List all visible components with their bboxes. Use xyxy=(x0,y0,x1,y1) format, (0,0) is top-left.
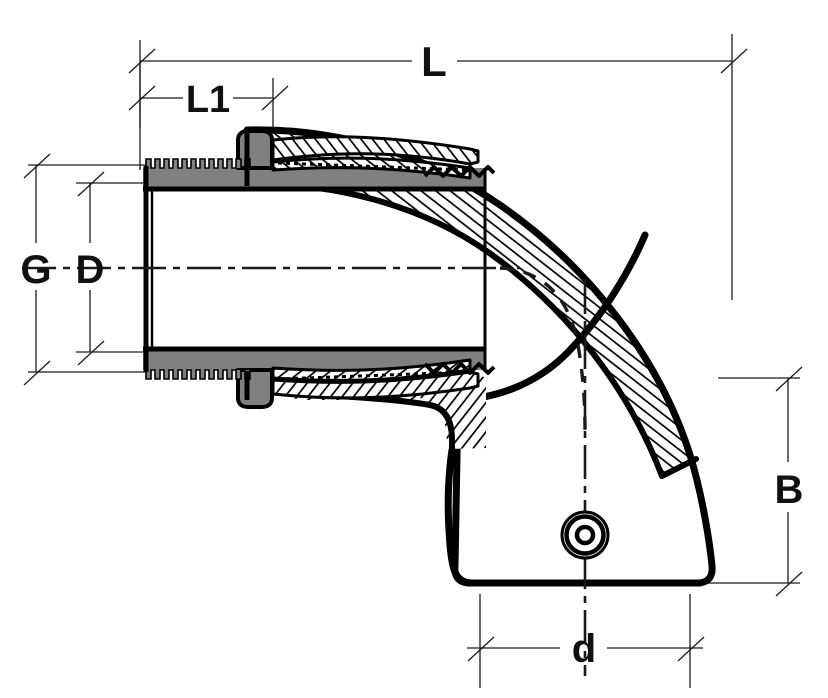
dimension-lines-group xyxy=(28,34,800,688)
pipe-collar-lower xyxy=(236,368,274,409)
tick-G-bottom xyxy=(23,360,51,386)
tick-L-right xyxy=(720,48,748,74)
tick-L-left xyxy=(128,48,156,74)
tick-d-left xyxy=(467,636,495,662)
dimension-label-L1: L1 xyxy=(186,79,230,121)
socket-left-wall xyxy=(444,446,476,587)
dimension-label-D: D xyxy=(76,248,105,292)
thread-crests-upper xyxy=(145,158,251,169)
thread-zigzag-lower xyxy=(423,362,496,375)
dimension-label-G: G xyxy=(20,248,51,292)
thread-zigzag-upper xyxy=(423,165,496,178)
engagement-hatch-lower-inner xyxy=(271,358,472,382)
thread-engagement-zone-lower xyxy=(271,358,496,400)
tick-L1-right xyxy=(261,85,289,111)
pipe-collar-upper xyxy=(236,129,274,170)
tick-D-top xyxy=(77,171,105,197)
thread-teeth-lower xyxy=(145,369,251,380)
thread-crests-lower xyxy=(145,369,251,380)
threaded-pipe-group xyxy=(143,129,487,409)
engagement-hatch-lower-outer xyxy=(271,370,480,400)
engagement-hatch-upper-outer xyxy=(271,135,480,166)
dimension-ticks-group xyxy=(23,48,803,662)
boss-marker-group xyxy=(560,510,610,560)
boss-inner-circle xyxy=(574,524,596,546)
thread-teeth-upper xyxy=(145,158,251,169)
pipe-wall-upper-fill xyxy=(143,168,486,190)
bend-hatch-end-line xyxy=(659,456,699,479)
pipe-wall-lower-fill xyxy=(143,348,486,370)
engagement-hatch-upper-inner xyxy=(271,156,472,180)
dimension-label-L: L xyxy=(421,38,447,85)
tick-G-top xyxy=(23,153,51,179)
tick-B-bottom xyxy=(775,571,803,597)
tick-L1-left xyxy=(128,85,156,111)
dimension-label-B: B xyxy=(775,468,804,512)
tick-B-top xyxy=(775,366,803,392)
hidden-bore-arc xyxy=(499,266,587,431)
tick-D-bottom xyxy=(77,340,105,366)
dimension-label-d: d xyxy=(572,627,596,671)
thread-engagement-zone-upper xyxy=(271,135,496,180)
tick-d-right xyxy=(677,636,705,662)
elbow-throat-curve xyxy=(454,231,649,404)
